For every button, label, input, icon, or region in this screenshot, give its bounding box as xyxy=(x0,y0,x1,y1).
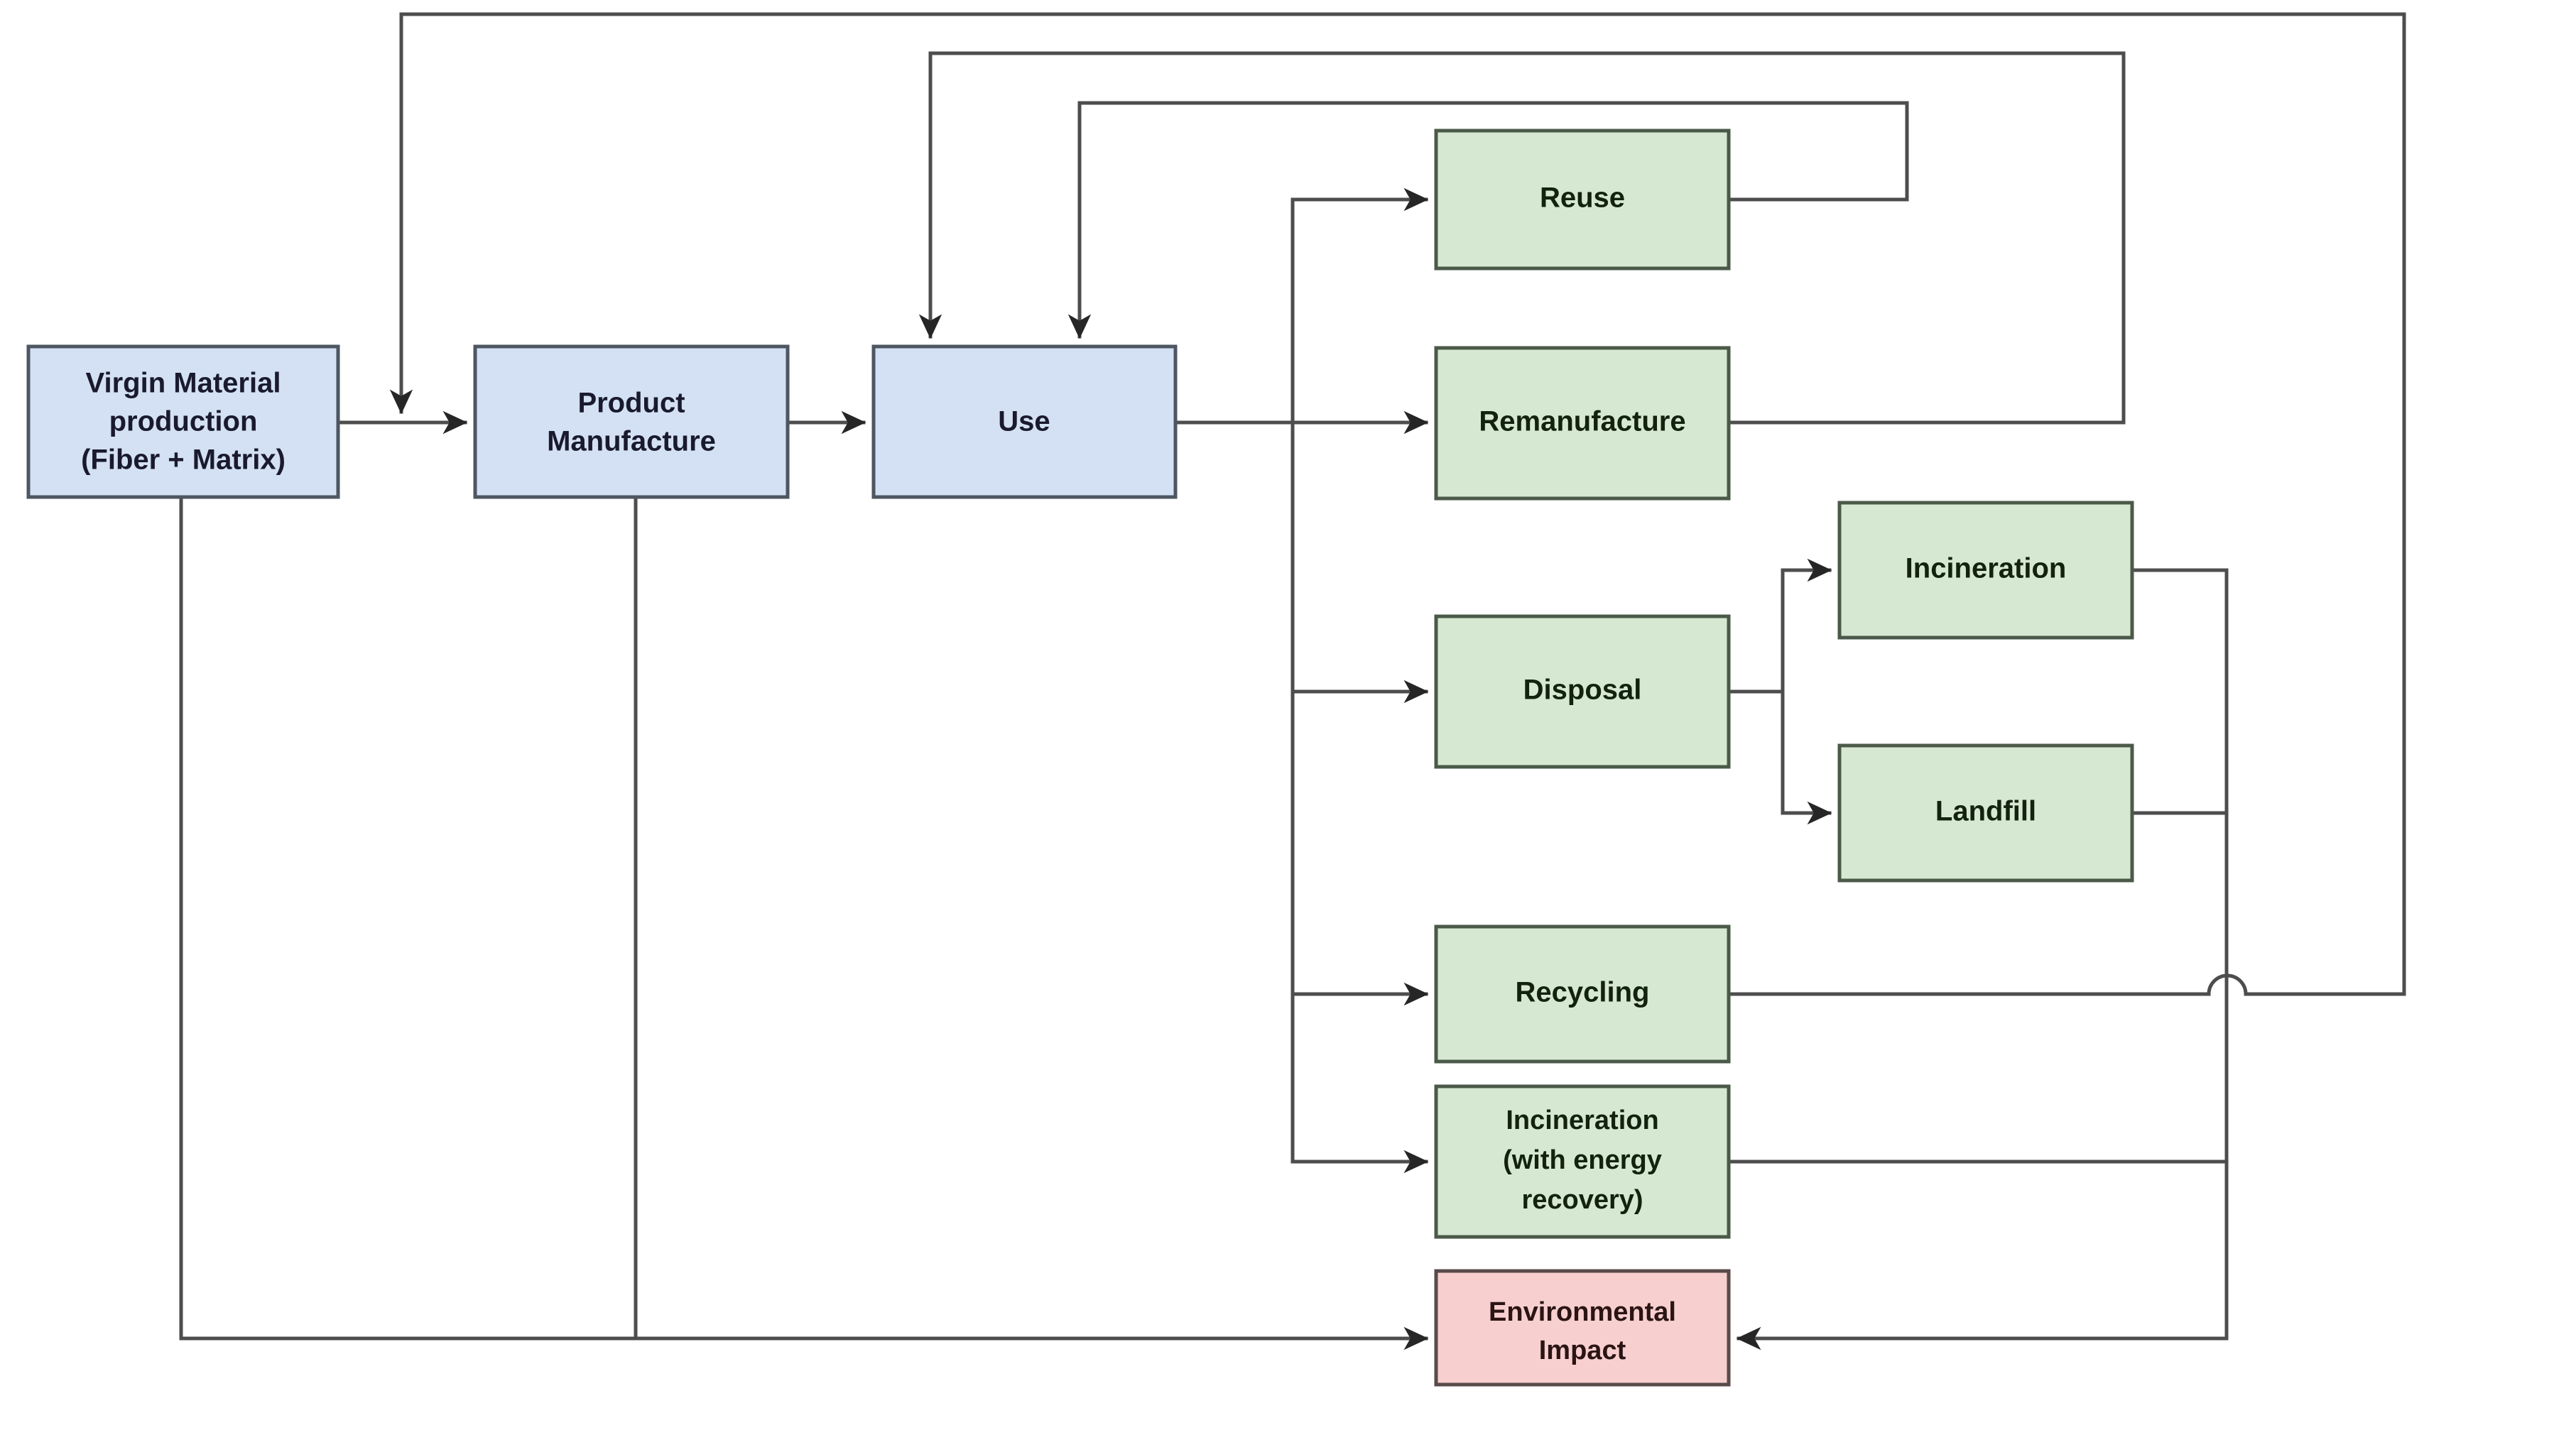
node-use-label: Use xyxy=(998,406,1050,437)
edge-remanufacture-to-use-loop xyxy=(918,51,2126,425)
node-reuse[interactable]: Reuse xyxy=(1434,129,1731,271)
node-incineration-label: Incineration xyxy=(1906,553,2067,584)
edge-reuse-to-use-loop xyxy=(1067,101,1909,339)
node-product-manufacture-line-2: Manufacture xyxy=(547,426,716,457)
node-product-manufacture-line-1: Product xyxy=(577,388,685,419)
node-remanufacture-label: Remanufacture xyxy=(1479,406,1685,437)
node-recycling-label: Recycling xyxy=(1516,977,1650,1008)
node-reuse-label: Reuse xyxy=(1540,182,1625,214)
node-environmental-impact-line-1: Environmental xyxy=(1489,1297,1676,1327)
node-landfill[interactable]: Landfill xyxy=(1837,743,2134,883)
node-environmental-impact[interactable]: Environmental Impact xyxy=(1434,1269,1731,1387)
node-virgin-material-line-1: Virgin Material xyxy=(86,368,281,399)
edge-layer xyxy=(179,12,2406,1351)
node-incineration-er-line-3: recovery) xyxy=(1521,1185,1643,1215)
node-landfill-label: Landfill xyxy=(1935,796,2036,827)
node-incineration-with-energy-recovery[interactable]: Incineration (with energy recovery) xyxy=(1434,1084,1731,1239)
node-virgin-material-line-3: (Fiber + Matrix) xyxy=(81,444,286,476)
node-incineration-er-line-1: Incineration xyxy=(1506,1106,1658,1135)
node-product-manufacture[interactable]: Product Manufacture xyxy=(473,344,790,499)
node-recycling[interactable]: Recycling xyxy=(1434,924,1731,1064)
node-disposal-label: Disposal xyxy=(1523,675,1642,706)
node-remanufacture[interactable]: Remanufacture xyxy=(1434,346,1731,501)
node-virgin-material-production[interactable]: Virgin Material production (Fiber + Matr… xyxy=(26,344,340,499)
node-incineration[interactable]: Incineration xyxy=(1837,501,2134,640)
node-incineration-er-line-2: (with energy xyxy=(1503,1145,1662,1175)
node-use[interactable]: Use xyxy=(871,344,1178,499)
node-disposal[interactable]: Disposal xyxy=(1434,614,1731,769)
node-layer: Virgin Material production (Fiber + Matr… xyxy=(26,129,2134,1387)
node-environmental-impact-line-2: Impact xyxy=(1539,1336,1626,1365)
edge-virgin-to-environmental xyxy=(179,495,1429,1351)
edge-recycling-to-manufacture-loop xyxy=(389,12,2406,996)
node-virgin-material-line-2: production xyxy=(109,406,258,437)
